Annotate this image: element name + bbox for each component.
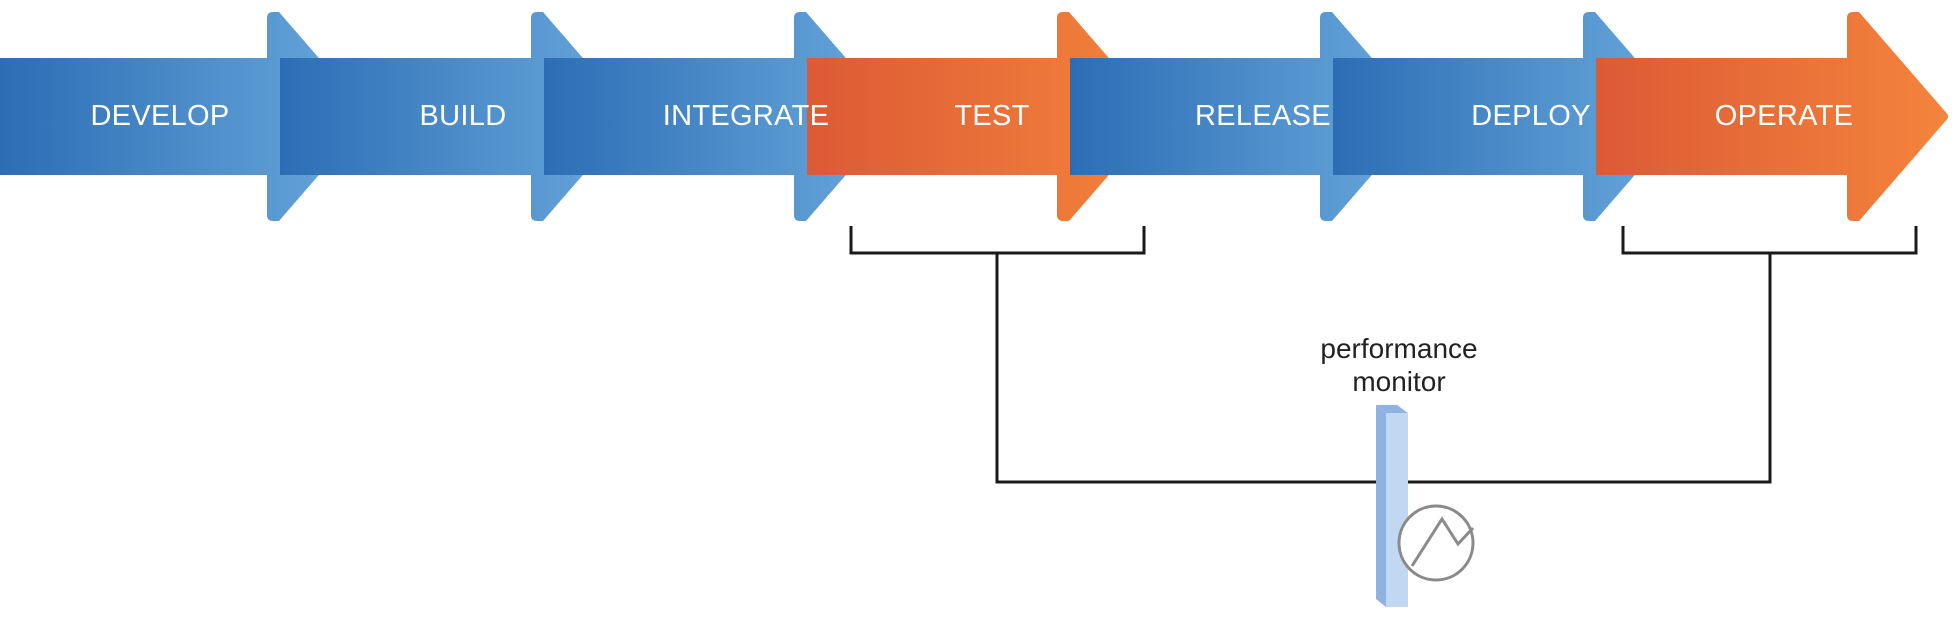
monitor-label-line2: monitor (1352, 366, 1445, 397)
monitor-front-face (1386, 413, 1408, 607)
pipeline-arrows (0, 12, 1948, 221)
arrow-operate (1596, 12, 1948, 221)
operate-bracket (1621, 226, 1918, 255)
stage-label-test: TEST (954, 100, 1029, 132)
stage-label-develop: DEVELOP (90, 100, 229, 132)
pipeline-labels: DEVELOP BUILD INTEGRATE TEST RELEASE DEPLOY OP… (90, 100, 1853, 132)
test-bracket (849, 226, 1146, 255)
stage-label-release: RELEASE (1195, 100, 1331, 132)
monitor-label-line1: performance (1320, 333, 1477, 364)
chart-gauge-icon (1397, 504, 1475, 582)
monitor-top-face (1376, 405, 1408, 413)
stage-label-integrate: INTEGRATE (663, 100, 830, 132)
monitor-side-face (1376, 405, 1386, 607)
arrow-develop (0, 12, 368, 221)
stage-label-deploy: DEPLOY (1471, 100, 1590, 132)
stage-label-operate: OPERATE (1715, 100, 1854, 132)
performance-monitor (1376, 405, 1475, 607)
stage-label-build: BUILD (420, 100, 507, 132)
